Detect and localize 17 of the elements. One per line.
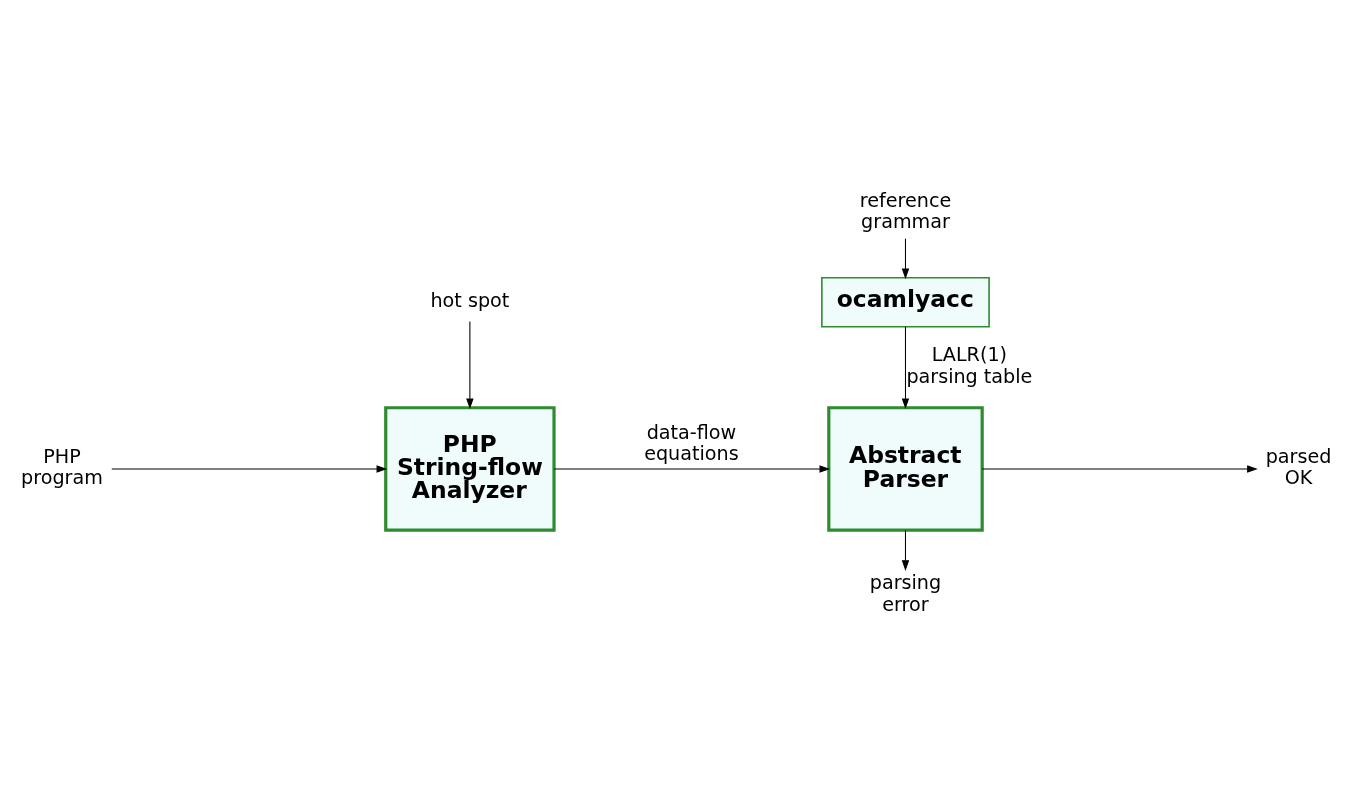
arrow <box>981 464 1258 473</box>
node-text: reference grammar <box>859 188 952 233</box>
arrow <box>553 464 831 473</box>
node-text: parsing error <box>869 570 942 616</box>
edge-label: data-flow equations <box>644 420 739 465</box>
arrow <box>901 237 910 279</box>
arrow <box>111 464 388 473</box>
node-text: PHP program <box>21 444 103 489</box>
node-text: hot spot <box>430 288 510 312</box>
node-box: ocamlyacc <box>821 276 990 328</box>
edge-label: LALR(1) parsing table <box>906 342 1033 388</box>
arrow <box>901 325 910 409</box>
node-box: PHP String-flow Analyzer <box>384 405 556 532</box>
node-box: Abstract Parser <box>827 405 984 532</box>
arrow <box>466 320 474 409</box>
node-text: parsed OK <box>1265 444 1332 489</box>
arrow <box>901 529 910 571</box>
